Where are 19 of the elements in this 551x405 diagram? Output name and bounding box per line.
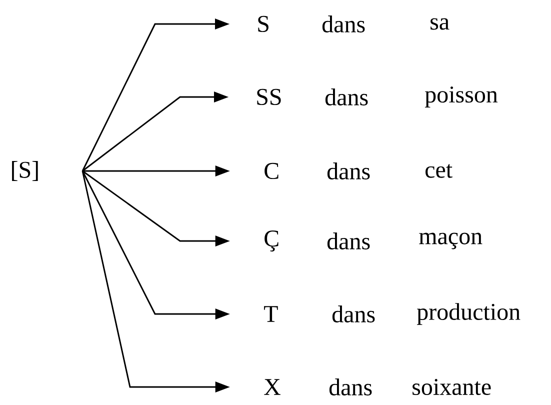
word-label: sa: [430, 18, 450, 30]
word-label: dans: [329, 378, 372, 396]
letter-label: Ç: [264, 230, 278, 252]
word-label: dans: [325, 88, 368, 106]
word-label: poisson: [424, 86, 498, 108]
word-label: dans: [327, 162, 370, 180]
word-label: dans: [327, 232, 370, 250]
letter-label: SS: [257, 88, 281, 106]
word-label: dans: [332, 306, 375, 322]
word-label: dans: [322, 16, 365, 32]
sound-label: [S]: [12, 161, 38, 181]
letter-label: S: [258, 16, 268, 32]
letter-label: X: [264, 379, 280, 395]
word-label: soixante: [412, 378, 491, 396]
word-label: production: [416, 303, 520, 325]
word-label: cet: [426, 164, 452, 178]
letter-label: C: [264, 162, 278, 180]
word-label: maçon: [419, 232, 482, 250]
letter-label: T: [264, 306, 278, 322]
